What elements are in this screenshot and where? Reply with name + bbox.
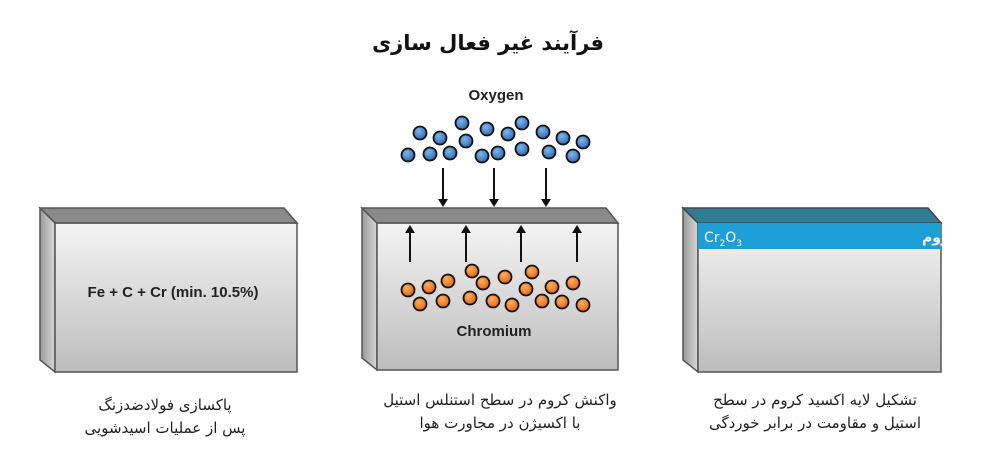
oxygen-atom (458, 133, 474, 149)
oxygen-atom (400, 147, 416, 163)
oxygen-arrows (438, 168, 551, 207)
chromium-atom (462, 290, 478, 306)
diagram-title: فرآیند غیر فعال سازی (372, 30, 604, 55)
caption-middle-line2: با اکسیژن در مجاورت هوا (420, 414, 581, 432)
oxygen-atom (514, 141, 530, 157)
oxygen-atom (535, 124, 551, 140)
chromium-atom (518, 281, 534, 297)
steel-block-right: لایه محافظ اکسید کروم Cr2O3 (681, 206, 1000, 374)
caption-right-line1: تشکیل لایه اکسید کروم در سطح (713, 391, 917, 409)
alloy-composition-label: Fe + C + Cr (min. 10.5%) (88, 284, 259, 301)
oxygen-atom (514, 115, 530, 131)
chromium-atoms (400, 263, 591, 313)
chromium-atom (534, 293, 550, 309)
oxygen-atoms (400, 115, 591, 164)
oxygen-atom (565, 148, 581, 164)
steel-block-left: Fe + C + Cr (min. 10.5%) (38, 206, 299, 374)
oxygen-atom (442, 145, 458, 161)
chromium-atom (400, 282, 416, 298)
chromium-atom (565, 275, 581, 291)
caption-left-line1: پاکسازی فولادضدزنگ (98, 396, 231, 415)
chromium-atom (412, 296, 428, 312)
chromium-atom (485, 293, 501, 309)
chromium-atom (475, 275, 491, 291)
oxygen-atom (490, 145, 506, 161)
caption-middle-line1: واکنش کروم در سطح استنلس استیل (383, 391, 617, 409)
chromium-label: Chromium (457, 323, 532, 340)
oxygen-label: Oxygen (468, 87, 523, 104)
caption-right-line2: استیل و مقاومت در برابر خوردگی (709, 414, 921, 432)
oxide-layer (698, 223, 941, 249)
chromium-atom (497, 269, 513, 285)
chromium-atom (421, 279, 437, 295)
caption-left-line2: پس از عملیات اسیدشویی (85, 419, 246, 438)
oxygen-atom (575, 134, 591, 150)
chromium-atom (524, 264, 540, 280)
oxygen-atom (500, 126, 516, 142)
oxygen-atom (422, 146, 438, 162)
chromium-atom (554, 294, 570, 310)
steel-block-middle (360, 206, 620, 372)
chromium-atom (464, 263, 480, 279)
chromium-atom (440, 273, 456, 289)
chromium-atom (575, 297, 591, 313)
chromium-arrows (405, 225, 582, 262)
oxygen-atom (479, 121, 495, 137)
oxygen-atom (541, 144, 557, 160)
chromium-atom (544, 279, 560, 295)
oxide-formula: Cr2O3 (704, 230, 742, 249)
oxide-layer-label: لایه محافظ اکسید کروم (922, 230, 1000, 246)
oxygen-atom (474, 148, 490, 164)
chromium-atom (435, 293, 451, 309)
oxygen-atom (454, 115, 470, 131)
chromium-atom (504, 297, 520, 313)
oxygen-atom (412, 125, 428, 141)
oxygen-atom (432, 130, 448, 146)
oxygen-atom (555, 130, 571, 146)
